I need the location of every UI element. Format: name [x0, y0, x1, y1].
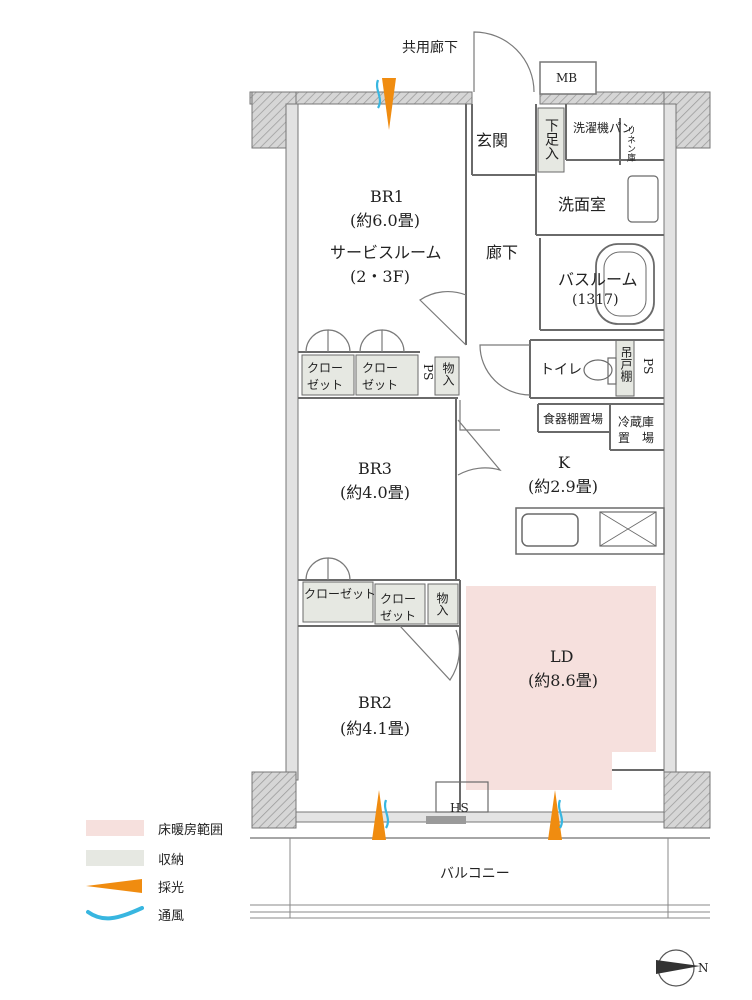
- br1-closet-b-1: クロー: [362, 361, 398, 375]
- bath-size-label: (1317): [572, 292, 619, 308]
- washer-pan-label: 洗濯機パン: [573, 120, 634, 135]
- bathroom-label: バスルーム: [558, 270, 638, 289]
- storage-item-label-1: 物入: [441, 362, 455, 386]
- legend-label-light: 採光: [158, 881, 185, 896]
- dish-shelf-label: 食器棚置場: [543, 411, 603, 426]
- legend-floor-heating: 床暖房範囲: [86, 818, 286, 838]
- light-markers: [372, 78, 562, 840]
- br1-name: BR1: [370, 187, 404, 206]
- br1-service-floor: (2・3F): [350, 267, 410, 286]
- k-name: K: [558, 453, 571, 472]
- k-size: (約2.9畳): [528, 477, 598, 496]
- washroom-label: 洗面室: [558, 195, 606, 214]
- br1-closet-b-2: ゼット: [362, 378, 398, 392]
- fridge-label-1: 冷蔵庫: [618, 415, 654, 429]
- br1-closet-a-2: ゼット: [307, 378, 343, 392]
- legend-wind: 通風: [86, 904, 286, 924]
- compass-icon: N: [656, 949, 709, 987]
- wind-markers: [375, 79, 564, 829]
- walls: [249, 61, 711, 829]
- br3-name: BR3: [358, 459, 392, 478]
- linen-label: リネン庫: [625, 126, 636, 163]
- floor-heating-area: [466, 586, 656, 790]
- wind-icon: [86, 906, 144, 921]
- ps-label-left: PS: [421, 364, 435, 380]
- hs-label: HS: [450, 801, 469, 815]
- balcony-label: バルコニー: [440, 866, 510, 882]
- entrance-label: 玄関: [476, 131, 508, 150]
- legend-label-floor-heating: 床暖房範囲: [158, 823, 224, 838]
- ld-name: LD: [550, 647, 573, 666]
- br1-service-room: サービスルーム: [330, 243, 442, 262]
- legend-light: 採光: [86, 876, 286, 896]
- storage-areas: [301, 107, 635, 625]
- light-icon: [86, 879, 142, 893]
- ps-label-right: PS: [641, 358, 655, 374]
- shoe-storage-label: 下足入: [543, 118, 559, 160]
- br2-closet-a-2: ゼット: [380, 609, 416, 623]
- br2-name: BR2: [358, 693, 392, 712]
- partitions: [298, 104, 665, 813]
- storage-item-label-2: 物入: [435, 592, 449, 616]
- ld-size: (約8.6畳): [528, 671, 598, 690]
- legend-storage: 収納: [86, 848, 286, 868]
- br3-closet-label: クローゼット: [304, 587, 376, 601]
- br3-size: (約4.0畳): [340, 483, 410, 502]
- fridge-label-2: 置 場: [618, 431, 654, 445]
- doors: [305, 31, 535, 681]
- hallway-label: 廊下: [486, 243, 518, 262]
- hanging-shelf-label: 吊戸棚: [619, 346, 633, 383]
- common-corridor-label: 共用廊下: [402, 39, 458, 56]
- legend-swatch-storage: [86, 850, 144, 866]
- br2-closet-a-1: クロー: [380, 592, 416, 606]
- compass-label: N: [698, 961, 709, 975]
- mb-label: MB: [556, 71, 577, 85]
- legend-label-storage: 収納: [158, 853, 185, 868]
- br2-size: (約4.1畳): [340, 719, 410, 738]
- legend-swatch-floor-heating: [86, 820, 144, 836]
- balcony: [250, 837, 710, 919]
- br1-size: (約6.0畳): [350, 211, 420, 230]
- br1-closet-a-1: クロー: [307, 361, 343, 375]
- legend-label-wind: 通風: [158, 909, 185, 924]
- toilet-label: トイレ: [540, 362, 582, 378]
